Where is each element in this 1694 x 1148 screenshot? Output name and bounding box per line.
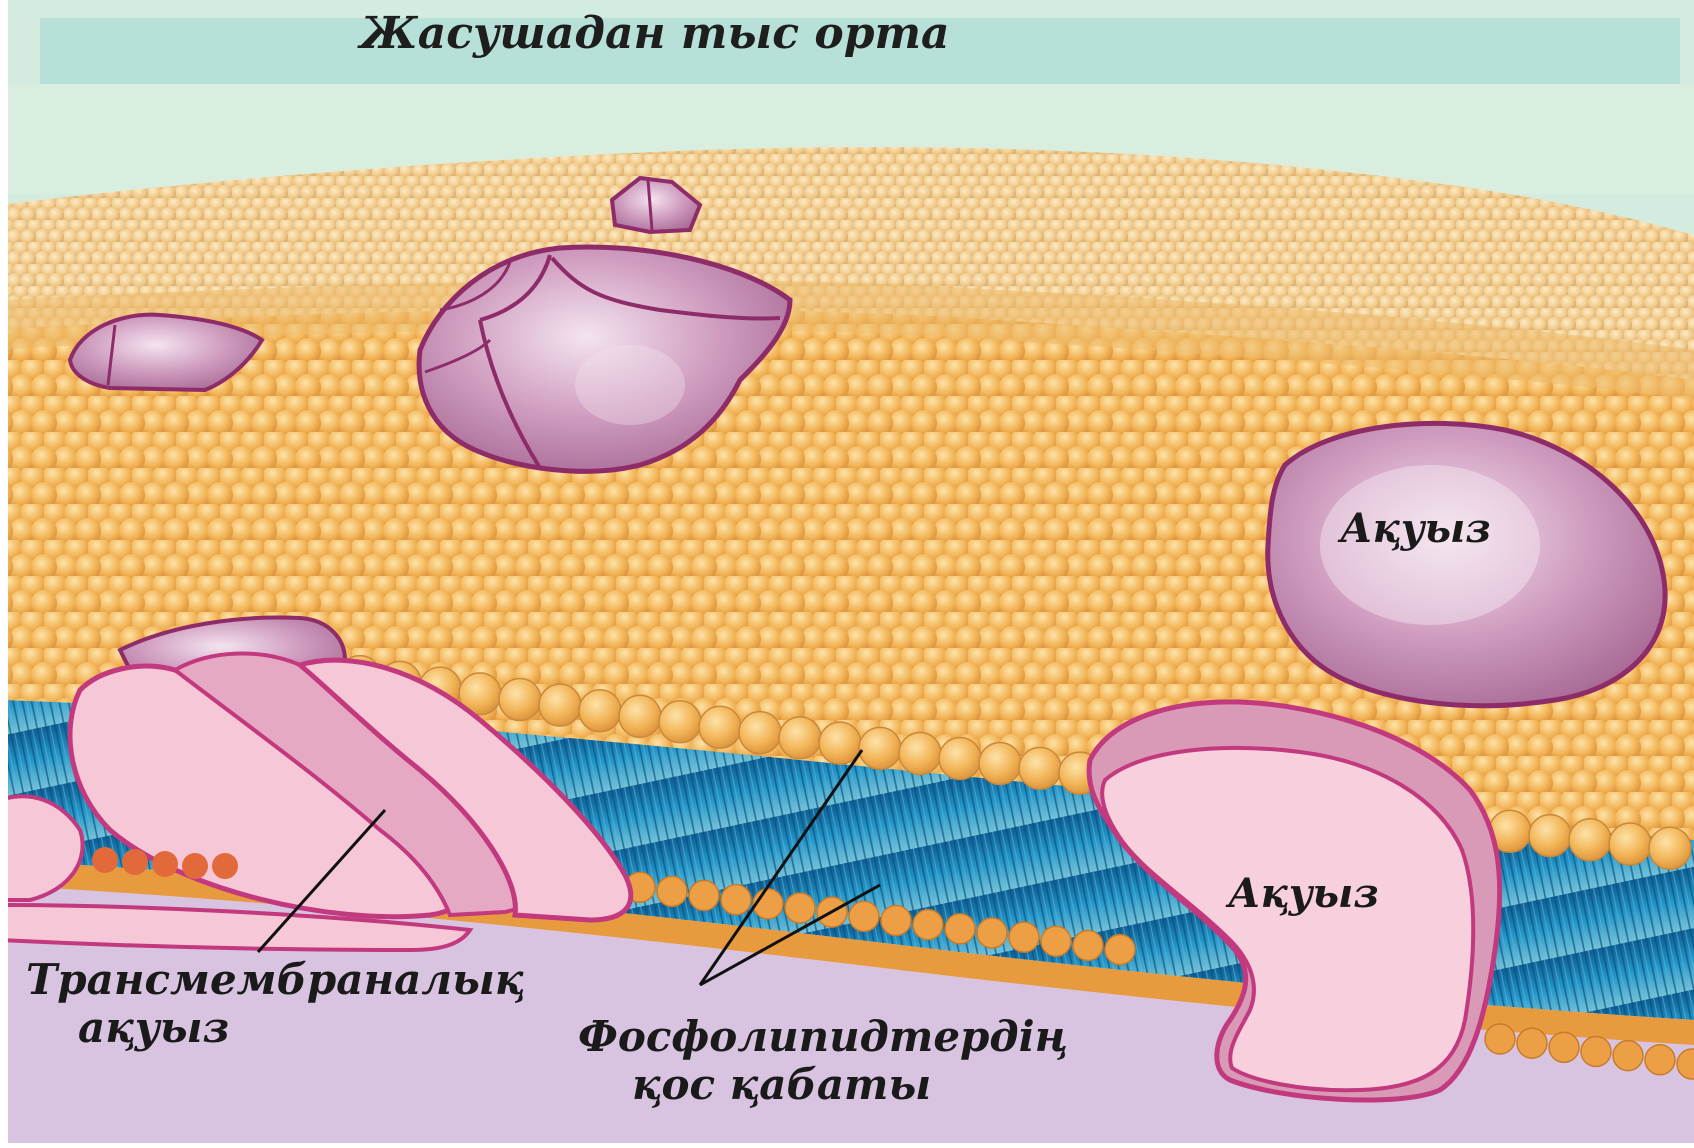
phospholipid-head-inner (881, 905, 911, 935)
phospholipid-head-inner (1105, 935, 1135, 965)
phospholipid-head (1649, 827, 1691, 869)
phospholipid-head-inner (849, 901, 879, 931)
phospholipid-head-inner (1517, 1028, 1547, 1058)
transmembrane-label-line1: Трансмембраналық (26, 955, 524, 1004)
phospholipid-head (699, 706, 741, 748)
bilayer-label-line1: Фосфолипидтердің (578, 1012, 1068, 1061)
phospholipid-head (939, 738, 981, 780)
phospholipid-head-inner (913, 910, 943, 940)
extracellular-label: Жасушадан тыс орта (360, 8, 950, 59)
phospholipid-head (619, 695, 661, 737)
phospholipid-head (579, 690, 621, 732)
phospholipid-head (1529, 815, 1571, 857)
phospholipid-head (539, 684, 581, 726)
phospholipid-head-inner (689, 881, 719, 911)
phospholipid-head-inner (1485, 1024, 1515, 1054)
phospholipid-head (1019, 747, 1061, 789)
protein-label-bottom: Ақуыз (1228, 870, 1379, 917)
phospholipid-head (1569, 819, 1611, 861)
phospholipid-head (659, 701, 701, 743)
protein-label-top: Ақуыз (1340, 505, 1491, 552)
phospholipid-head-inner (945, 914, 975, 944)
phospholipid-head-inner (785, 893, 815, 923)
phospholipid-head (899, 732, 941, 774)
phospholipid-head (739, 712, 781, 754)
bilayer-label-line2: қос қабаты (632, 1060, 931, 1109)
transmembrane-label-line2: ақуыз (78, 1003, 229, 1052)
phospholipid-head (779, 717, 821, 759)
phospholipid-head (1609, 823, 1651, 865)
phospholipid-head-inner (1041, 926, 1071, 956)
phospholipid-head-inner (657, 876, 687, 906)
phospholipid-head-inner (977, 918, 1007, 948)
phospholipid-head-inner (721, 885, 751, 915)
phospholipid-head-inner (1073, 930, 1103, 960)
phospholipid-head (499, 679, 541, 721)
phospholipid-head-inner (1581, 1036, 1611, 1066)
phospholipid-head-inner (1645, 1045, 1675, 1075)
phospholipid-head-inner (1613, 1041, 1643, 1071)
phospholipid-head-inner (1009, 922, 1039, 952)
phospholipid-head (859, 727, 901, 769)
phospholipid-head-inner (1549, 1032, 1579, 1062)
phospholipid-head (819, 722, 861, 764)
phospholipid-head (979, 742, 1021, 784)
